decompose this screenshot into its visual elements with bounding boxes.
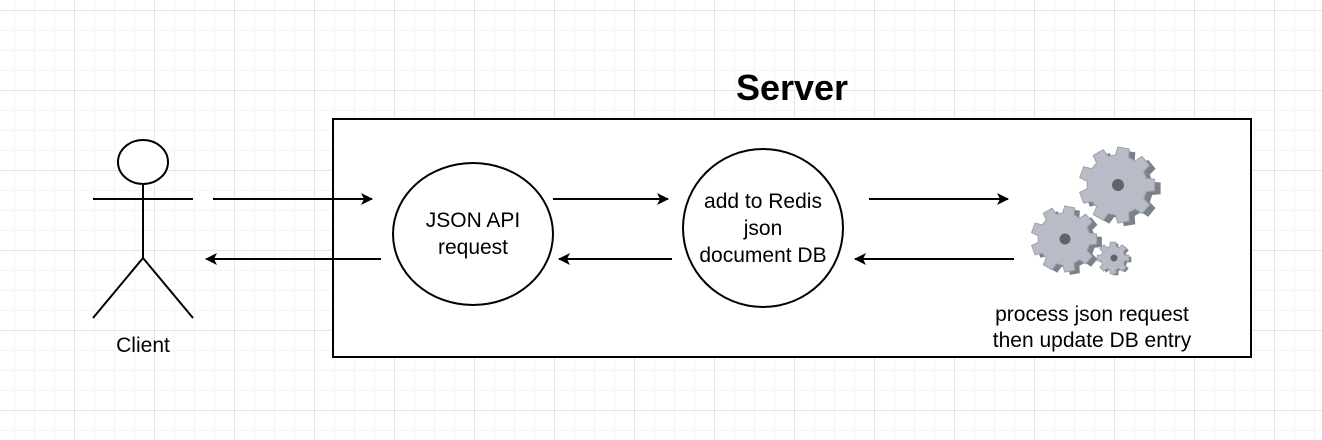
redis-db-node: add to Redis json document DB bbox=[682, 148, 844, 308]
server-title: Server bbox=[735, 67, 849, 108]
gear-small bbox=[1096, 241, 1132, 276]
json-api-request-label: JSON API request bbox=[425, 209, 521, 259]
redis-db-label: add to Redis json document DB bbox=[699, 189, 827, 267]
gear-left bbox=[1030, 205, 1102, 275]
json-api-request-node: JSON API request bbox=[392, 162, 554, 306]
client-label: Client bbox=[116, 334, 170, 357]
process-label: process json request then update DB entr… bbox=[992, 303, 1192, 352]
gear-large-top bbox=[1079, 146, 1161, 227]
